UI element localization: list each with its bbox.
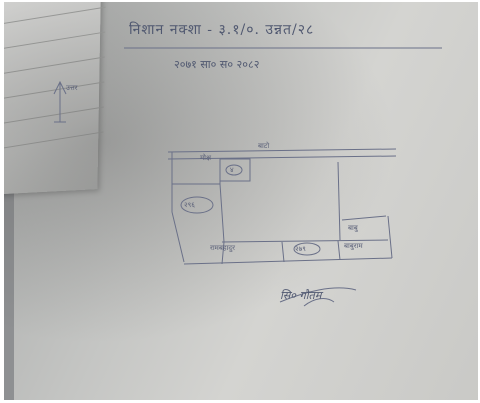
bottom-divider-2	[337, 240, 341, 261]
right-vertical	[337, 161, 341, 241]
bottom-row-top	[221, 239, 389, 243]
left-boundary	[171, 152, 185, 263]
bottom-boundary	[183, 257, 393, 265]
plot-4-circle	[225, 164, 243, 176]
small-plot	[219, 158, 251, 182]
label-left-plot-number: २९६	[184, 201, 195, 209]
bottom-divider-1	[281, 241, 285, 263]
photo-frame: निशान नक्शा - ३.१/०. उन्नत/२८ २०७१ सा० स…	[4, 2, 478, 400]
land-sketch	[53, 47, 442, 307]
plot-279-circle	[293, 242, 321, 256]
label-bottom-left-owner: रामबहादुर	[210, 244, 235, 252]
signature: सि० गौतम	[280, 289, 322, 302]
right-plot-top	[341, 215, 387, 221]
north-marker-label: उत्तर	[66, 84, 78, 92]
north-arrow	[53, 80, 67, 122]
document-subtitle: २०७१ सा० स० २०८२	[174, 58, 260, 71]
flap-ruled-lines	[4, 6, 106, 151]
folded-page-flap	[4, 2, 106, 195]
signature-strokes	[279, 287, 357, 307]
road-label: बाटो	[258, 142, 270, 150]
label-right-plot: बाबु	[348, 224, 358, 232]
road-bottom-line	[167, 155, 397, 160]
label-top-plot-number: ४	[230, 166, 234, 174]
road-top-line	[167, 148, 397, 153]
plot-296-circle	[180, 196, 214, 214]
document-title: निशान नक्शा - ३.१/०. उन्नत/२८	[129, 22, 315, 38]
label-bottom-middle-number: २७९	[295, 245, 306, 253]
plot-296-top	[172, 159, 221, 185]
label-bottom-right-owner: बाबुराम	[344, 242, 363, 250]
right-boundary	[387, 215, 393, 259]
label-top-left-plot: मोक्ष	[200, 154, 212, 162]
